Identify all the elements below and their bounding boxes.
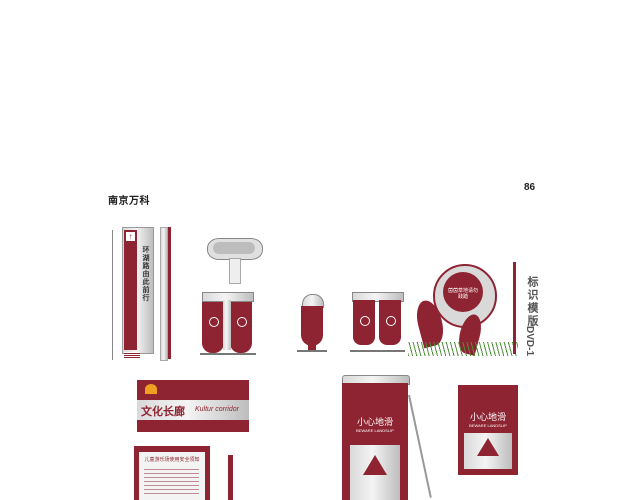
template-code: DVD-1 (524, 326, 535, 357)
caution-wall-title: 小心地滑 (469, 412, 506, 422)
flower-icon (237, 317, 247, 327)
logo-icon (145, 384, 157, 394)
double-bin-front (198, 290, 258, 360)
warning-triangle-icon (477, 438, 499, 456)
lawn-sign-message: 茵茵草地请勿践踏 (448, 288, 479, 300)
single-bin-side (297, 290, 327, 362)
notice-post (228, 455, 233, 500)
arrow-icon: ↑ (126, 232, 135, 241)
corridor-sign: 文化长廊 Kultur corridor (137, 380, 249, 432)
lawn-sign: 茵茵草地请勿践踏 (408, 262, 518, 370)
template-label: 标识模版 DVD-1 (522, 268, 542, 358)
directional-pylon: ↑ 环湖路由此前行 (112, 222, 192, 367)
bin-top-view (205, 230, 265, 290)
template-divider (513, 262, 516, 354)
corridor-subtitle: Kultur corridor (195, 406, 239, 413)
corridor-title: 文化长廊 (141, 406, 185, 418)
page-number: 86 (524, 182, 536, 193)
caution-a-frame: 小心地滑 BEWARE LANDSLIP (336, 375, 432, 500)
page-title: 南京万科 (108, 196, 150, 207)
smiley-face (443, 272, 483, 312)
flower-icon (386, 316, 396, 326)
caution-a-frame-subtitle: BEWARE LANDSLIP (356, 428, 394, 433)
template-title: 标识模版 (526, 276, 538, 328)
pylon-text: 环湖路由此前行 (142, 246, 149, 302)
caution-a-frame-title: 小心地滑 (356, 417, 393, 427)
double-bin-side (350, 290, 405, 360)
warning-triangle-icon (363, 455, 387, 475)
notice-board-title: 儿童游乐场使用安全须知 (144, 457, 200, 463)
recycle-icon (360, 316, 370, 326)
notice-board: 儿童游乐场使用安全须知 (134, 446, 210, 500)
recycle-icon (209, 317, 219, 327)
caution-wall-sign: 小心地滑 BEWARE LANDSLIP (458, 385, 518, 475)
caution-wall-subtitle: BEWARE LANDSLIP (469, 423, 507, 428)
